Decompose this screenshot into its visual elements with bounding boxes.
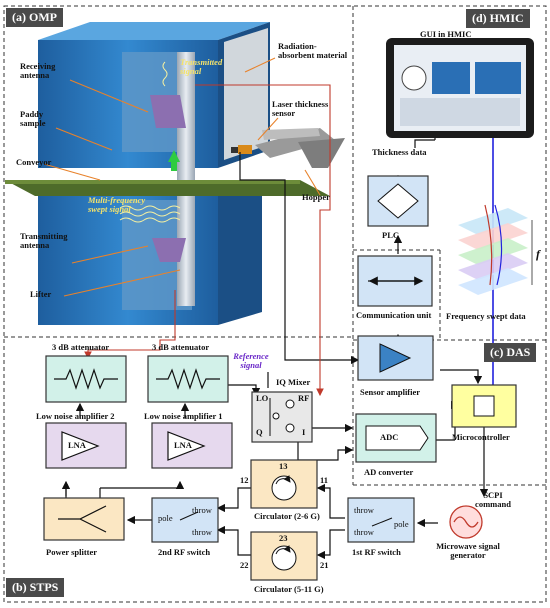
stps-section-tag: (b) STPS	[6, 578, 65, 597]
microcontroller-label: Microcontroller	[452, 432, 510, 442]
scpi-label: SCPI command	[475, 490, 511, 510]
lna-1-label: Low noise amplifier 1	[144, 411, 223, 421]
f-symbol: f	[536, 247, 540, 261]
lna-1-text: LNA	[174, 440, 192, 450]
hmic-section-tag: (d) HMIC	[466, 9, 530, 28]
switch-2-pole: pole	[158, 513, 173, 523]
comm-unit-box	[357, 255, 433, 307]
port-12: 12	[240, 475, 249, 485]
omp-section-tag: (a) OMP	[6, 8, 63, 27]
port-13: 13	[279, 461, 288, 471]
circulator-a-label: Circulator (2-6 G)	[254, 511, 320, 521]
power-splitter-label: Power splitter	[46, 547, 98, 557]
lna-2-box	[45, 422, 127, 469]
circulator-b-label: Circulator (5-11 G)	[254, 584, 324, 594]
attenuator-1-box	[147, 355, 229, 403]
paddy-sample-label: Paddy sample	[20, 109, 46, 129]
swept-signal-label: Multi-frequency swept signal	[88, 195, 146, 215]
attenuator-1-label: 3 dB attenuator	[152, 342, 210, 352]
iq-q-label: Q	[256, 427, 263, 437]
switch-1-throw-b: throw	[354, 527, 374, 537]
switch-1-label: 1st RF switch	[352, 547, 401, 557]
hopper-label: Hopper	[302, 192, 330, 202]
reference-signal-label: Reference signal	[233, 351, 269, 371]
tablet	[386, 38, 534, 138]
microcontroller-box	[451, 384, 517, 428]
lna-2-text: LNA	[68, 440, 86, 450]
ad-converter-label: AD converter	[364, 467, 414, 477]
transmitting-antenna-label: Transmitting antenna	[20, 231, 68, 251]
port-23: 23	[279, 533, 288, 543]
lna-1-box	[151, 422, 233, 469]
switch-1-throw-a: throw	[354, 505, 374, 515]
sensor-amp-label: Sensor amplifier	[360, 387, 421, 397]
switch-2-throw-a: throw	[192, 505, 212, 515]
sensor-amp-box	[357, 335, 434, 381]
lna-2-label: Low noise amplifier 2	[36, 411, 115, 421]
iq-mixer-label: IQ Mixer	[276, 377, 311, 387]
conveyor-label: Conveyor	[16, 157, 52, 167]
gui-title: GUI in HMIC	[420, 29, 472, 39]
omp-machine	[5, 22, 345, 325]
receiving-antenna-label: Receiving antenna	[20, 61, 56, 81]
mw-generator-label: Microwave signal generator	[436, 541, 500, 561]
attenuator-2-label: 3 dB attenuator	[52, 342, 110, 352]
switch-2-box	[151, 497, 219, 543]
adc-box	[355, 413, 437, 463]
thickness-data-label: Thickness data	[372, 147, 427, 157]
power-splitter-box	[43, 497, 125, 541]
freq-data-label: Frequency swept data	[446, 311, 526, 321]
transmitted-signal-label: Transmitted signal	[180, 57, 223, 77]
switch-1-pole: pole	[394, 519, 409, 529]
das-section-tag: (c) DAS	[484, 343, 537, 362]
attenuator-2-box	[45, 355, 127, 403]
plc-label: PLC	[382, 230, 399, 240]
lifter-label: Lifter	[30, 289, 52, 299]
switch-1-box	[347, 497, 415, 543]
switch-2-throw-b: throw	[192, 527, 212, 537]
iq-lo-label: LO	[256, 393, 269, 403]
feed-wires-red	[84, 84, 331, 397]
freq-swept-stack	[458, 204, 533, 295]
circulator-a-box	[250, 459, 318, 509]
port-11: 11	[320, 475, 329, 485]
iq-i-label: I	[302, 427, 306, 437]
mw-generator	[449, 505, 483, 539]
circulator-b-box	[250, 531, 318, 581]
port-22: 22	[240, 560, 249, 570]
laser-sensor-label: Laser thickness sensor	[272, 99, 329, 119]
omp-leaders	[43, 57, 321, 297]
adc-text: ADC	[380, 432, 399, 442]
iq-rf-label: RF	[298, 393, 310, 403]
comm-unit-label: Communication unit	[356, 310, 432, 320]
iq-mixer-box	[251, 391, 313, 443]
switch-2-label: 2nd RF switch	[158, 547, 211, 557]
radiation-material-label: Radiation-absorbent material	[278, 41, 348, 61]
plc-box	[367, 175, 429, 227]
port-21: 21	[320, 560, 329, 570]
section-borders	[3, 5, 547, 603]
